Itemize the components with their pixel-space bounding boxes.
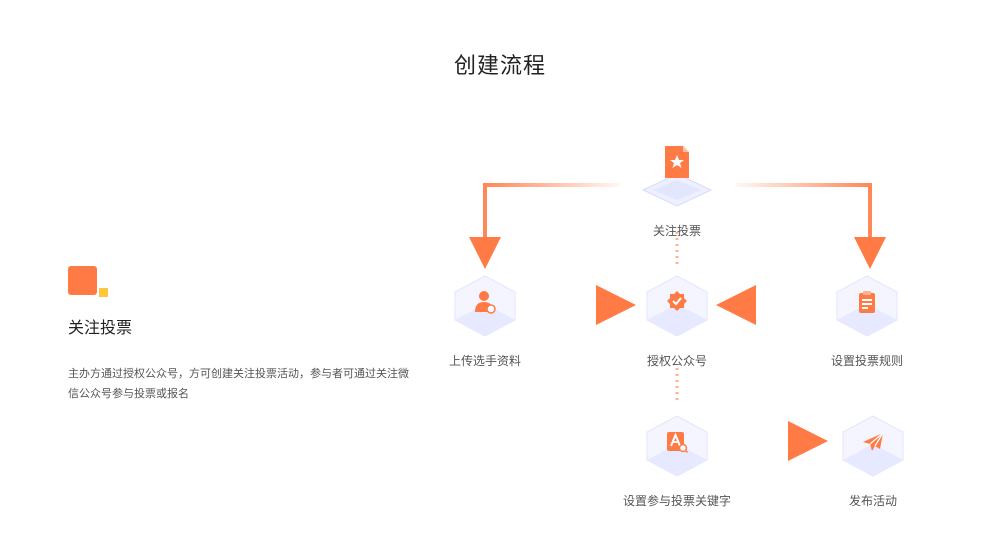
flow-node-rules: 设置投票规则: [792, 270, 942, 369]
flow-node-publish: 发布活动: [798, 410, 948, 509]
document-star-icon: [663, 144, 691, 180]
page-title: 创建流程: [453, 54, 546, 79]
verified-badge-icon: [666, 290, 688, 314]
flow-diagram: 关注投票 上传选手资料: [430, 130, 950, 530]
logo-square-large: [68, 266, 97, 295]
flow-node-follow-vote: 关注投票: [602, 140, 752, 239]
flow-node-keyword: 设置参与投票关键字: [602, 410, 752, 509]
node-label: 设置投票规则: [830, 354, 903, 368]
connector-follow-to-upload: [469, 183, 620, 269]
node-label: 关注投票: [652, 224, 701, 238]
clipboard-icon: [856, 290, 878, 314]
info-title: 关注投票: [68, 318, 133, 337]
info-logo: [68, 266, 110, 300]
logo-square-small: [99, 288, 108, 297]
connector-follow-to-rules: [735, 183, 886, 269]
paper-plane-icon: [862, 430, 884, 454]
flow-connectors: [469, 183, 886, 461]
node-label: 上传选手资料: [448, 354, 521, 368]
flow-node-authorize: 授权公众号: [602, 270, 752, 369]
info-description: 主办方通过授权公众号，方可创建关注投票活动，参与者可通过关注微信公众号参与投票或…: [68, 367, 409, 400]
node-label: 设置参与投票关键字: [622, 494, 731, 508]
node-label: 授权公众号: [646, 354, 707, 368]
flow-node-upload-profile: 上传选手资料: [410, 270, 560, 369]
keyword-search-icon: [666, 430, 688, 454]
platform: [641, 173, 713, 207]
user-upload-icon: [474, 290, 496, 314]
node-label: 发布活动: [848, 494, 897, 508]
